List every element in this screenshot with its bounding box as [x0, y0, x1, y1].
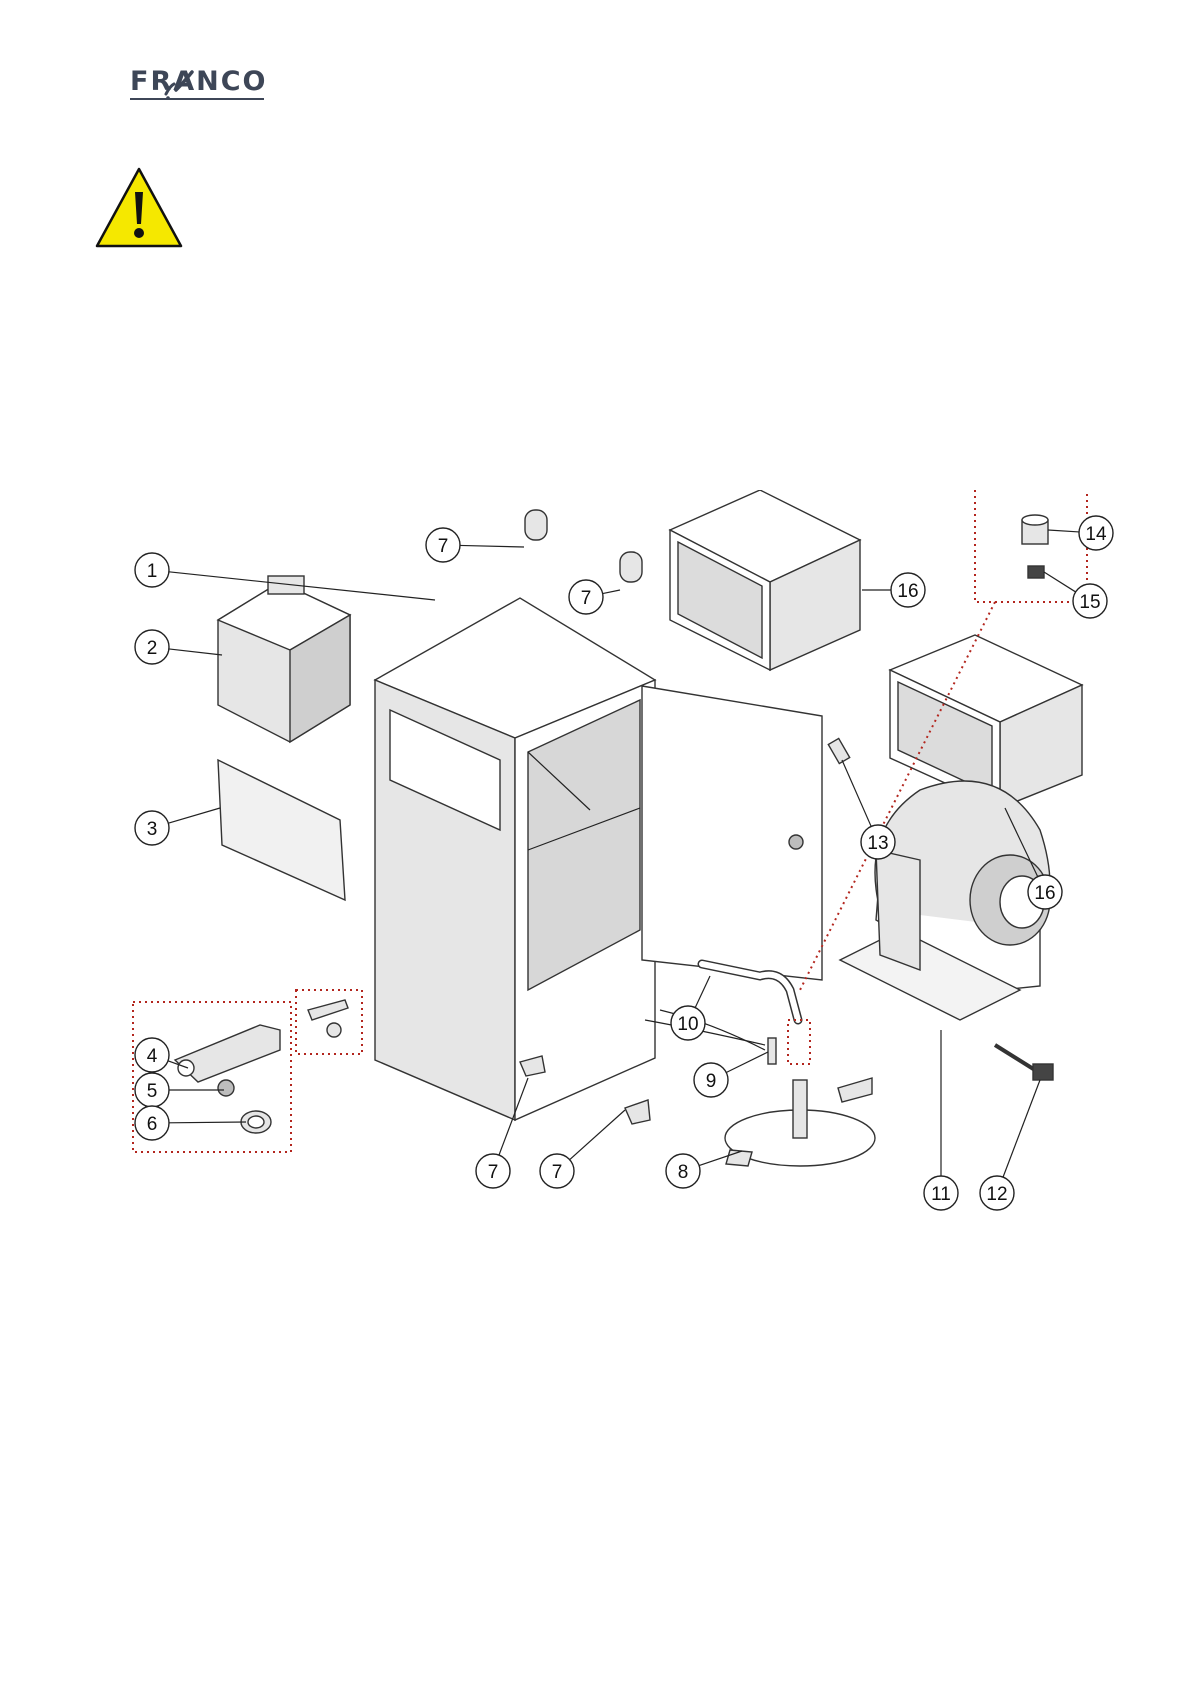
callout-number: 10: [677, 1014, 698, 1035]
callout-c14: 14: [1048, 516, 1113, 550]
callout-number: 12: [986, 1184, 1007, 1205]
callout-leader-line: [168, 808, 220, 823]
callout-number: 7: [438, 536, 449, 557]
callout-number: 3: [147, 819, 158, 840]
callout-leader-line: [460, 545, 524, 547]
ignition-electrode-part: [645, 1010, 776, 1064]
callout-c13: 13: [842, 760, 895, 859]
callout-number: 7: [488, 1162, 499, 1183]
callout-number: 8: [678, 1162, 689, 1183]
callout-leader-line: [603, 590, 620, 594]
callout-c7a: 7: [426, 528, 524, 562]
thermostat-sensor-part: [995, 1045, 1053, 1080]
callout-leader-line: [695, 976, 710, 1008]
callout-number: 1: [147, 561, 158, 582]
callout-number: 7: [552, 1162, 563, 1183]
elbow-fitting-part: [828, 738, 849, 763]
electrical-box-part: [218, 576, 350, 742]
callout-c10: 10: [671, 976, 710, 1040]
callout-c9: 9: [694, 1052, 768, 1097]
fitting-group-highlight: [975, 490, 1087, 602]
callout-c7d: 7: [540, 1110, 625, 1188]
callout-c3: 3: [135, 808, 220, 845]
callout-number: 7: [581, 588, 592, 609]
callout-leader-line: [570, 1110, 625, 1160]
air-duct-bottom-part: [890, 635, 1082, 808]
cover-panel-part: [218, 760, 345, 900]
callout-leader-line: [842, 760, 871, 826]
brand-underline: [130, 98, 264, 100]
callout-leader-line: [726, 1052, 768, 1073]
callout-c16a: 16: [862, 573, 925, 607]
nozzle-highlight: [788, 1020, 810, 1064]
callout-c15: 15: [1044, 572, 1107, 618]
callout-number: 16: [1034, 883, 1055, 904]
callout-number: 5: [147, 1081, 158, 1102]
callout-leader-line: [1048, 530, 1079, 532]
callout-c5: 5: [135, 1073, 224, 1107]
burner-part: [725, 1078, 875, 1166]
callout-c6: 6: [135, 1106, 246, 1140]
warning-triangle-icon: [94, 166, 184, 250]
callout-c11: 11: [924, 1030, 958, 1210]
callout-number: 2: [147, 638, 158, 659]
callout-number: 13: [867, 833, 888, 854]
blower-fan-part: [840, 781, 1050, 1020]
callout-number: 11: [931, 1184, 951, 1205]
callout-c12: 12: [980, 1080, 1040, 1210]
cabinet-part: [375, 598, 822, 1120]
callout-leader-line: [169, 649, 222, 655]
callout-c7b: 7: [569, 580, 620, 614]
bracket-detail-highlight: [296, 990, 362, 1054]
callout-number: 15: [1079, 592, 1100, 613]
mounting-bracket-part: [175, 1000, 348, 1133]
callout-leader-line: [1044, 572, 1076, 592]
callout-leader-line: [169, 1122, 246, 1123]
callout-number: 6: [147, 1114, 158, 1135]
callout-number: 9: [706, 1071, 717, 1092]
callout-number: 16: [897, 581, 918, 602]
brand-name: FRANCO: [130, 66, 268, 97]
air-duct-top-part: [670, 490, 860, 670]
callout-leader-line: [1003, 1080, 1040, 1177]
callout-number: 14: [1085, 524, 1107, 545]
callout-number: 4: [147, 1046, 158, 1067]
pipe-fittings-part: [1022, 515, 1048, 578]
callout-c2: 2: [135, 630, 222, 664]
